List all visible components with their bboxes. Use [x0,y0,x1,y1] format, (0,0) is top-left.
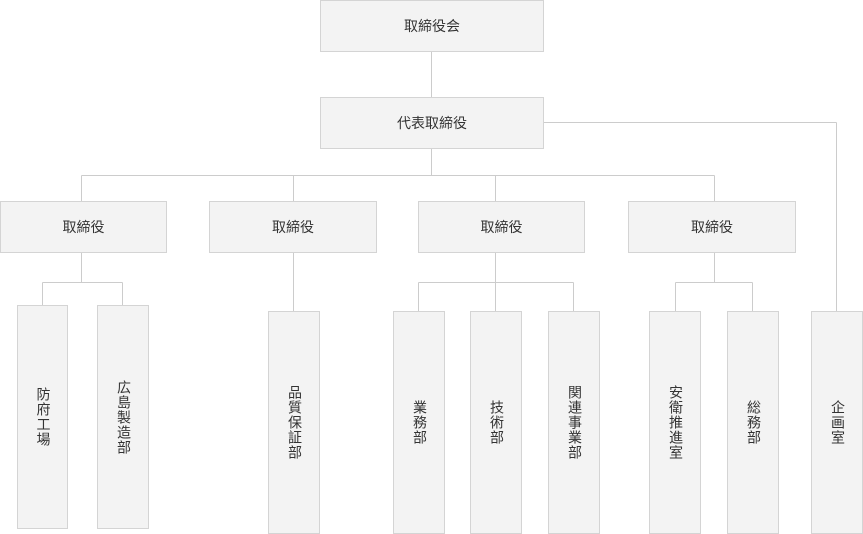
safety-hygiene-office-box: 安衛推進室 [649,311,701,534]
safety-hygiene-office-label: 安衛推進室 [667,385,683,460]
general-affairs-dept-label: 総務部 [745,400,761,445]
hofu-factory-label: 防府工場 [34,387,51,447]
general-affairs-dept-box: 総務部 [727,311,779,534]
board-of-directors-box: 取締役会 [320,0,544,52]
quality-assurance-label: 品質保証部 [286,385,302,460]
director-label: 取締役 [272,220,314,236]
technology-dept-label: 技術部 [488,400,504,445]
director-box-3: 取締役 [418,201,585,253]
planning-office-box: 企画室 [811,311,863,534]
technology-dept-box: 技術部 [470,311,522,534]
hofu-factory-box: 防府工場 [17,305,68,529]
planning-office-label: 企画室 [829,400,845,445]
board-of-directors-label: 取締役会 [404,19,460,35]
hiroshima-manufacturing-label: 広島製造部 [115,379,131,455]
related-business-dept-label: 関連事業部 [566,385,582,460]
hiroshima-manufacturing-box: 広島製造部 [97,305,149,529]
representative-director-label: 代表取締役 [397,116,467,132]
business-dept-label: 業務部 [411,400,427,445]
related-business-dept-box: 関連事業部 [548,311,600,534]
director-box-2: 取締役 [209,201,377,253]
representative-director-box: 代表取締役 [320,97,544,149]
director-label: 取締役 [691,220,733,236]
director-label: 取締役 [480,220,523,236]
director-box-4: 取締役 [628,201,796,253]
director-label: 取締役 [62,220,105,236]
director-box-1: 取締役 [0,201,167,253]
quality-assurance-box: 品質保証部 [268,311,320,534]
business-dept-box: 業務部 [393,311,445,534]
